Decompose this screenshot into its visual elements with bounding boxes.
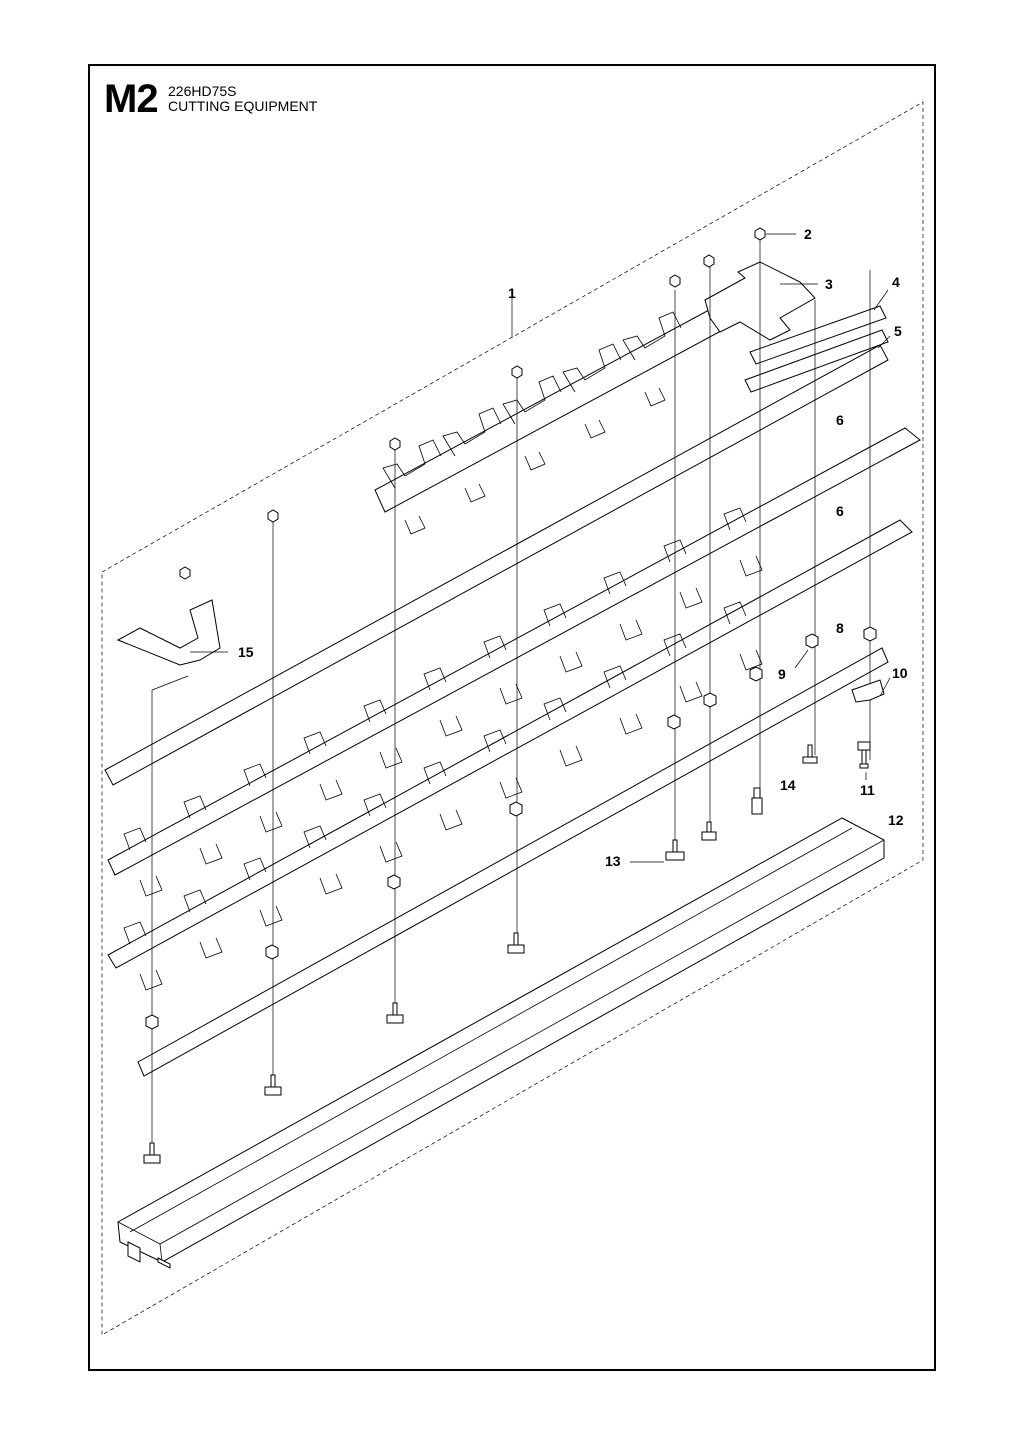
bar-strips <box>104 305 889 786</box>
upper-blade <box>374 295 746 535</box>
callout-11: 11 <box>860 782 875 798</box>
long-blade-6b <box>107 519 913 991</box>
section-title: CUTTING EQUIPMENT <box>168 98 318 114</box>
callout-6a: 6 <box>836 412 844 428</box>
callout-8: 8 <box>836 620 844 636</box>
model-number: 226HD75S <box>168 83 237 99</box>
callout-3: 3 <box>825 276 833 292</box>
section-code: M2 <box>104 77 159 121</box>
page-frame <box>88 64 936 1371</box>
assembly-outline <box>101 101 924 1336</box>
callout-15: 15 <box>238 644 254 660</box>
callout-12: 12 <box>888 812 904 828</box>
callout-5: 5 <box>894 323 902 339</box>
long-blade-6a <box>107 427 921 897</box>
assembly-axes <box>151 238 871 1160</box>
callout-13: 13 <box>605 853 621 869</box>
leader-lines <box>151 233 891 863</box>
callout-10: 10 <box>892 665 908 681</box>
guard-plate-15 <box>116 599 221 666</box>
callout-14: 14 <box>780 777 796 793</box>
callout-4: 4 <box>892 274 900 290</box>
callout-1: 1 <box>508 285 516 301</box>
bar-strip-8 <box>137 647 889 1077</box>
callout-2: 2 <box>804 226 812 242</box>
callout-9: 9 <box>778 666 786 682</box>
guide-rail-12 <box>117 817 885 1269</box>
fasteners <box>143 227 885 1164</box>
callout-labels: 1 2 3 4 5 6 6 8 9 10 11 12 13 14 15 <box>238 226 908 869</box>
callout-6b: 6 <box>836 503 844 519</box>
